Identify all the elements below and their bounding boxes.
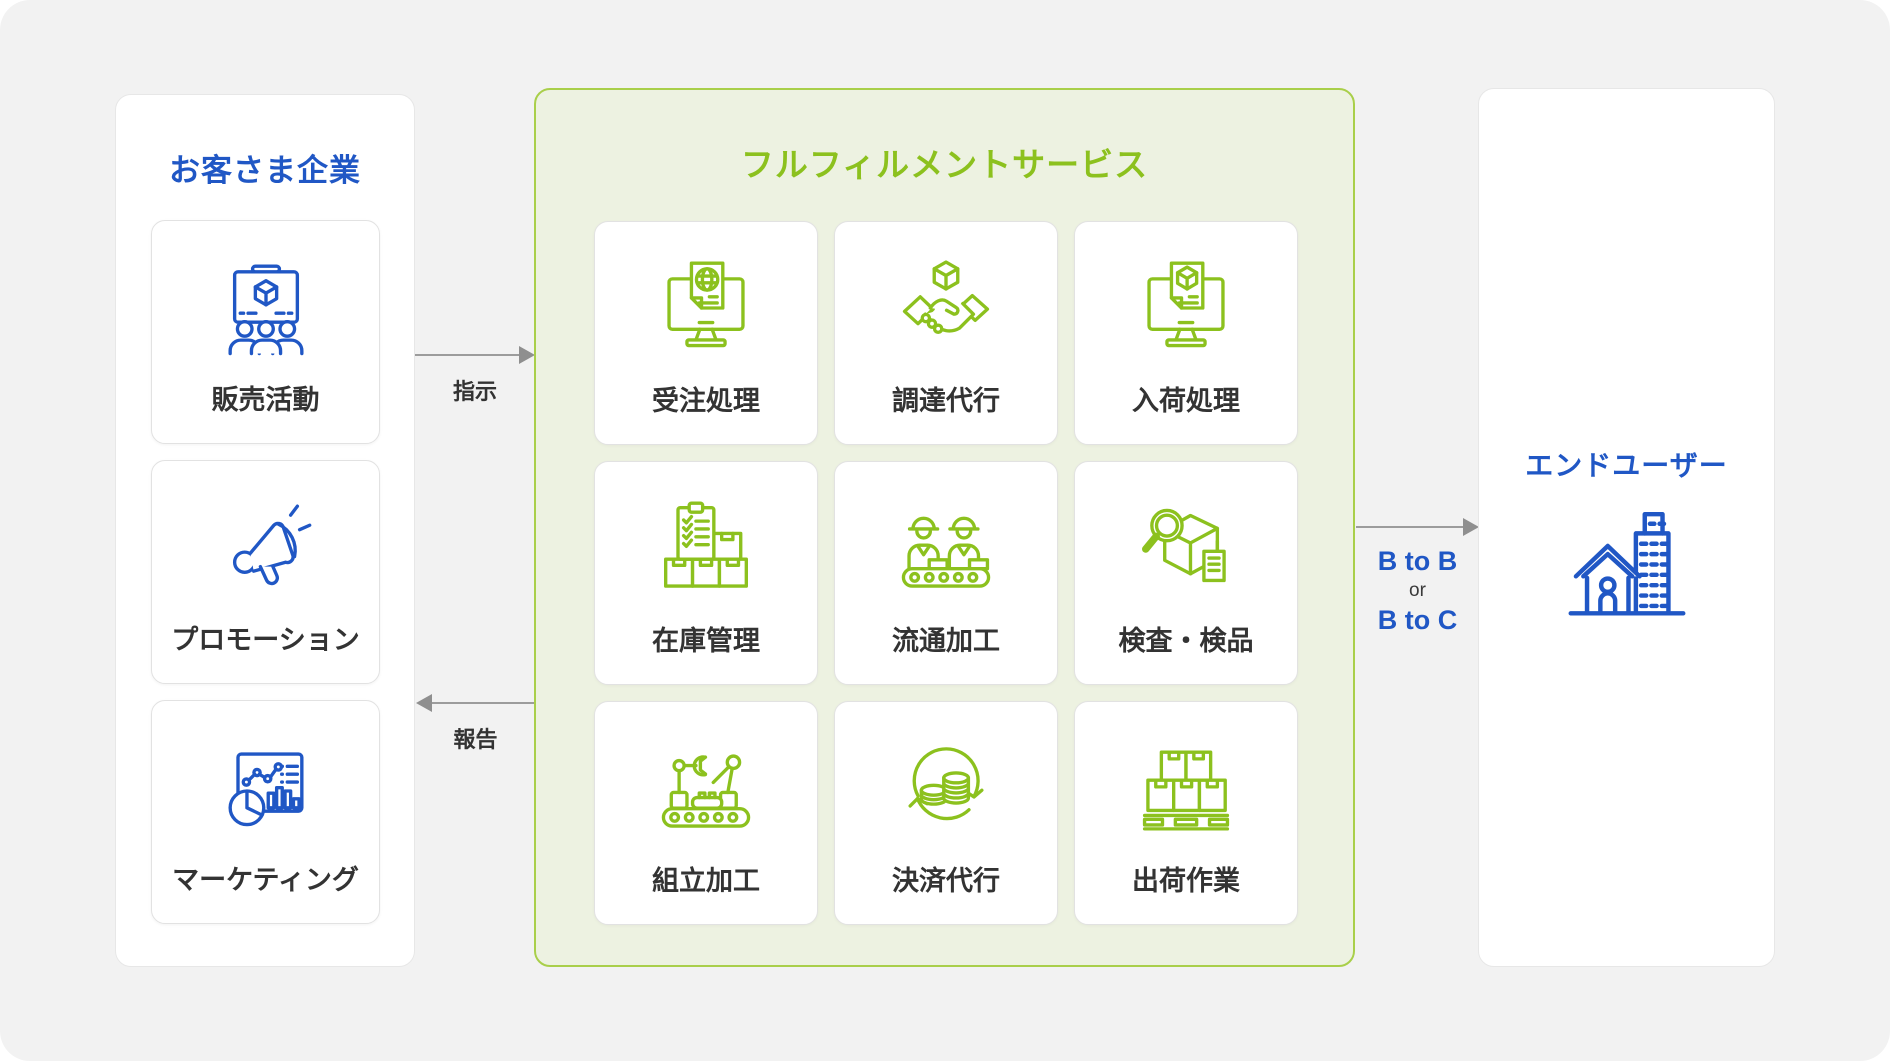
card-label: 流通加工 [892, 626, 1000, 656]
card-label: 受注処理 [652, 386, 760, 416]
analytics-board-icon [210, 735, 322, 847]
services-grid: 受注処理 調達代行 [594, 221, 1298, 925]
card-label: プロモーション [171, 625, 360, 655]
report-arrow [416, 693, 535, 713]
instruction-arrow [415, 345, 535, 365]
pallet-boxes-icon [1130, 732, 1242, 844]
customer-panel-title: お客さま企業 [169, 153, 361, 188]
card-promotion: プロモーション [151, 460, 380, 684]
card-payment-agency: 決済代行 [834, 701, 1058, 925]
card-label: マーケティング [172, 865, 359, 895]
customer-company-panel: お客さま企業 販売活動 [115, 94, 415, 967]
card-assembly-processing: 組立加工 [594, 701, 818, 925]
house-building-icon [1553, 489, 1701, 637]
card-inspection: 検査・検品 [1074, 461, 1298, 685]
handshake-cube-icon [890, 252, 1002, 364]
card-distribution-processing: 流通加工 [834, 461, 1058, 685]
card-label: 販売活動 [211, 385, 320, 415]
channel-label: B to B or B to C [1346, 546, 1489, 636]
report-label: 報告 [453, 727, 498, 752]
services-panel-title: フルフィルメントサービス [740, 146, 1149, 183]
megaphone-icon [210, 495, 322, 607]
card-procurement-agency: 調達代行 [834, 221, 1058, 445]
card-label: 組立加工 [652, 866, 760, 896]
clipboard-boxes-icon [650, 492, 762, 604]
card-receiving-processing: 入荷処理 [1074, 221, 1298, 445]
card-inventory-management: 在庫管理 [594, 461, 818, 685]
card-label: 調達代行 [892, 386, 1000, 416]
coins-cycle-icon [890, 732, 1002, 844]
monitor-document-cube-icon [1130, 252, 1242, 364]
instruction-label: 指示 [452, 379, 497, 404]
card-shipping-work: 出荷作業 [1074, 701, 1298, 925]
monitor-document-globe-icon [650, 252, 762, 364]
b-to-c-label: B to C [1377, 604, 1458, 635]
card-label: 在庫管理 [652, 626, 760, 656]
fulfillment-services-panel: フルフィルメントサービス [534, 88, 1355, 967]
card-label: 出荷作業 [1132, 866, 1240, 896]
presentation-audience-icon [210, 255, 322, 367]
workers-conveyor-icon [890, 492, 1002, 604]
card-label: 検査・検品 [1118, 626, 1254, 656]
card-label: 決済代行 [892, 866, 1000, 896]
card-order-processing: 受注処理 [594, 221, 818, 445]
enduser-panel-title: エンドユーザー [1525, 450, 1728, 481]
card-sales-activity: 販売活動 [151, 220, 380, 444]
end-user-panel: エンドユーザー [1478, 88, 1775, 967]
robot-arm-conveyor-icon [650, 732, 762, 844]
b-to-b-label: B to B [1377, 546, 1458, 576]
magnifier-box-icon [1130, 492, 1242, 604]
card-label: 入荷処理 [1132, 386, 1240, 416]
or-label: or [1409, 580, 1426, 602]
channel-arrow [1356, 517, 1479, 537]
card-marketing: マーケティング [151, 700, 380, 924]
